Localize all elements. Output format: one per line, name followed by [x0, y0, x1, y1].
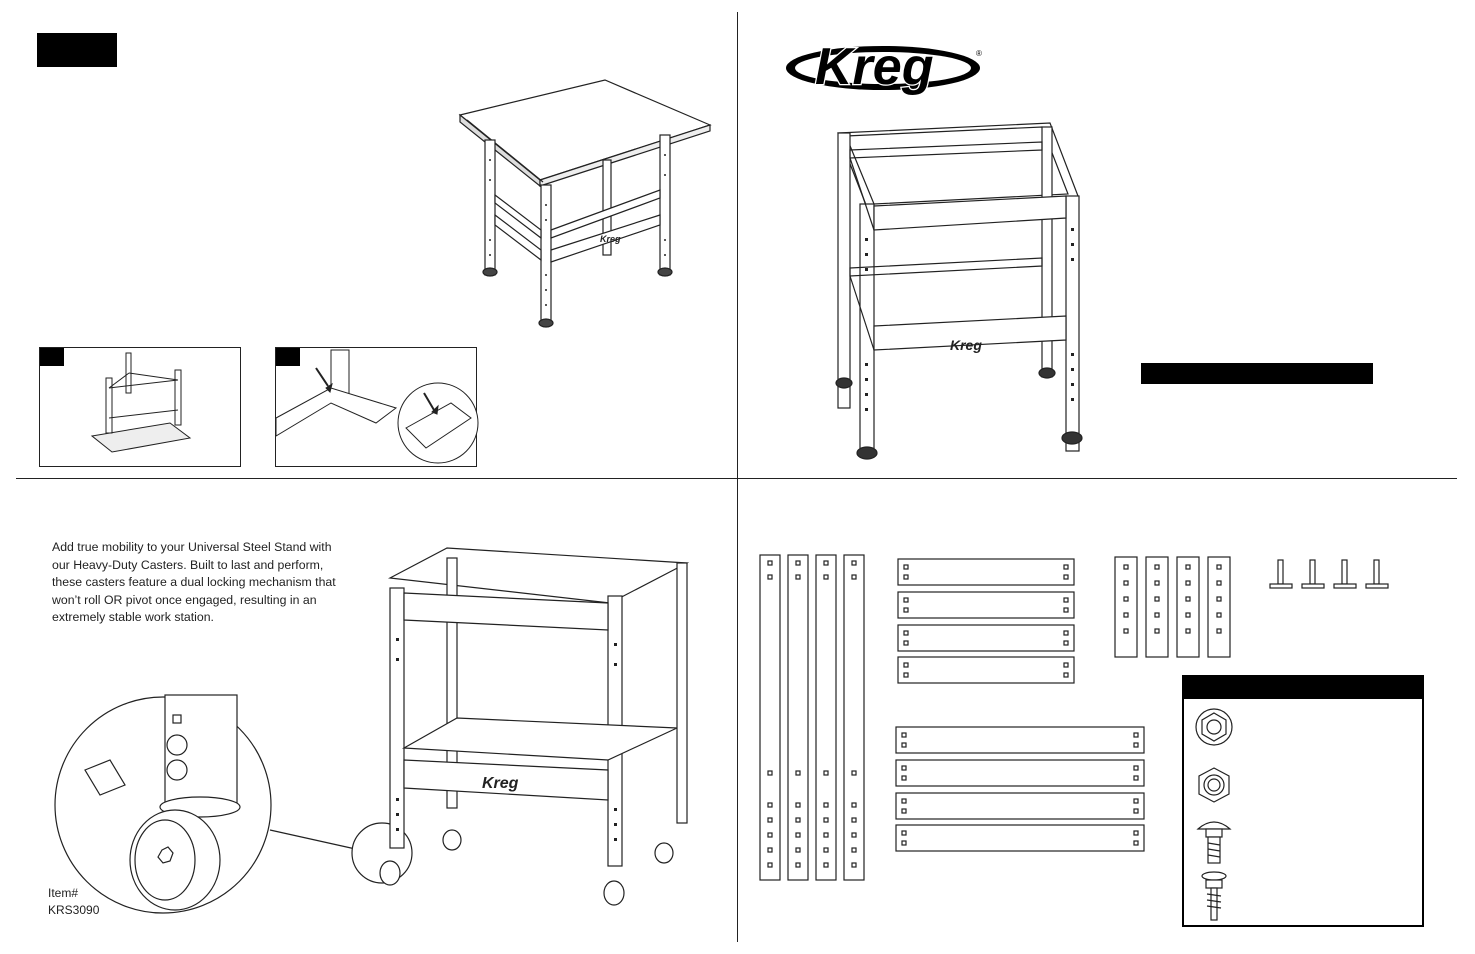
parts-levelers [1269, 559, 1389, 589]
leg-part [759, 554, 781, 881]
stand-badge: Kreg [600, 234, 621, 244]
product-description: Add true mobility to your Universal Stee… [52, 540, 336, 624]
item-number: Item# KRS3090 [48, 885, 99, 919]
kreg-logo: Kreg ® [786, 37, 982, 97]
registered-mark: ® [976, 49, 982, 58]
rail-bolt-detail-illustration [275, 349, 479, 464]
step-number-1 [40, 348, 64, 366]
stand-front-badge: Kreg [950, 337, 982, 353]
leveler-bolt-icon [1201, 871, 1227, 921]
parts-long-rails [895, 726, 1145, 852]
carriage-bolt-icon [1196, 821, 1232, 864]
hardware-box-header [1184, 677, 1422, 699]
inset-step-1 [39, 347, 241, 467]
vertical-page-divider [737, 12, 738, 942]
hardware-box [1182, 675, 1424, 927]
item-label-text: Item# [48, 886, 79, 900]
steel-stand-illustration: Kreg [835, 122, 1083, 460]
parts-short-rails [897, 558, 1075, 684]
item-number-text: KRS3090 [48, 903, 100, 917]
stand-with-top-illustration: Kreg [458, 79, 712, 328]
logo-wordmark: Kreg [815, 38, 933, 96]
horizontal-page-divider [16, 478, 1457, 479]
caster-detail-zoom [54, 694, 361, 914]
section-tab [37, 33, 117, 67]
inverted-frame-illustration [90, 352, 192, 453]
cart-badge: Kreg [482, 775, 519, 792]
parts-leg-extensions [1114, 556, 1231, 658]
title-bar [1141, 363, 1373, 384]
cart-with-casters-illustration: Kreg [351, 547, 690, 906]
hex-nut-icon [1198, 767, 1230, 803]
parts-legs [759, 554, 865, 881]
flange-nut-icon [1195, 708, 1233, 746]
step-number-2 [276, 348, 300, 366]
inset-step-2 [275, 347, 479, 467]
